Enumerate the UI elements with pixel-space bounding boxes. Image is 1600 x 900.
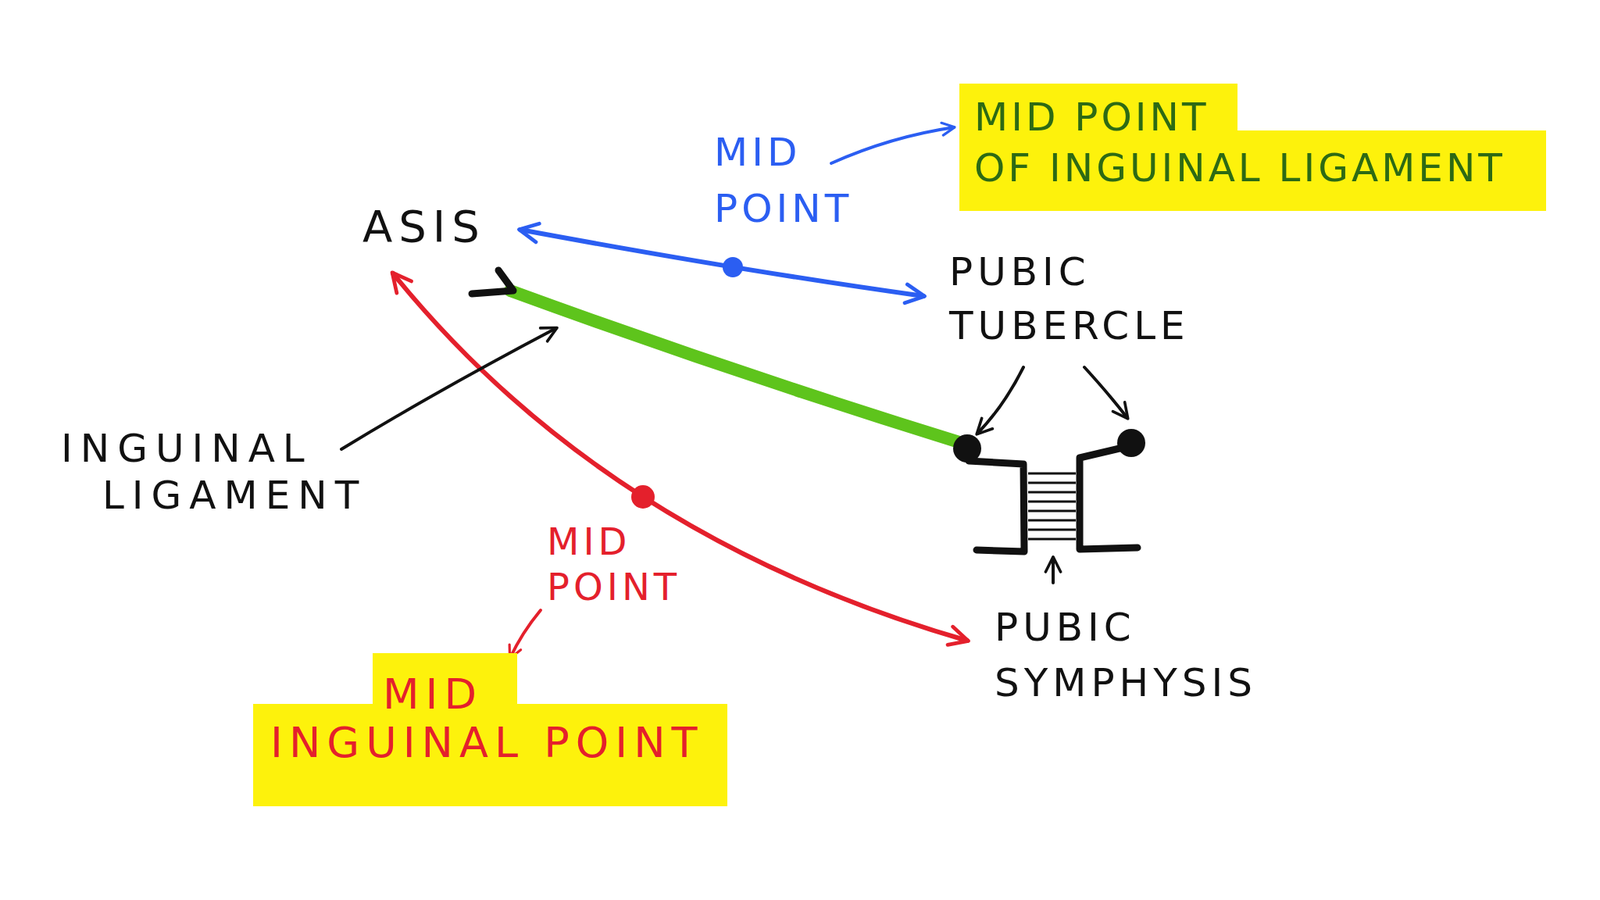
- ligament-attachment: [471, 270, 514, 294]
- leader-arrow: [831, 127, 954, 164]
- pubic-symphysis-sketch: [953, 428, 1146, 552]
- pubic-tubercle: [953, 434, 982, 463]
- leader-arrow: [1084, 367, 1128, 418]
- highlight-box: MID POINT OF INGUINAL LIGAMENT: [959, 83, 1547, 211]
- box-text: MID POINT OF INGUINAL LIGAMENT: [974, 92, 1547, 194]
- structure-label: INGUINAL LIGAMENT: [60, 425, 384, 519]
- symphysis-hatching: [1028, 473, 1076, 540]
- pubic-bone: [1079, 445, 1138, 550]
- measure-arrow: [520, 229, 924, 297]
- pubic-tubercle: [1117, 428, 1146, 458]
- midpoint-label: MID POINT: [546, 518, 688, 610]
- highlight-fill: [253, 653, 728, 807]
- inguinal-ligament: [510, 290, 965, 444]
- measure-arrow: [392, 273, 968, 641]
- leader-arrow: [510, 610, 541, 658]
- box-text: MID INGUINAL POINT: [270, 670, 728, 768]
- leader-arrow: [977, 367, 1024, 434]
- midpoint-label: MID POINT: [714, 124, 871, 237]
- leader-arrow: [341, 328, 557, 450]
- leader-arrow: [1051, 557, 1055, 583]
- highlight-fill: [959, 83, 1547, 211]
- landmark-label: ASIS: [362, 201, 486, 252]
- midpoint-dot: [722, 257, 743, 278]
- midpoint-dot: [631, 485, 655, 509]
- highlight-box: MID INGUINAL POINT: [253, 653, 728, 807]
- pubic-bone: [968, 460, 1025, 552]
- landmark-label: PUBIC TUBERCLE: [949, 245, 1208, 354]
- landmark-label: PUBIC SYMPHYSIS: [994, 600, 1268, 711]
